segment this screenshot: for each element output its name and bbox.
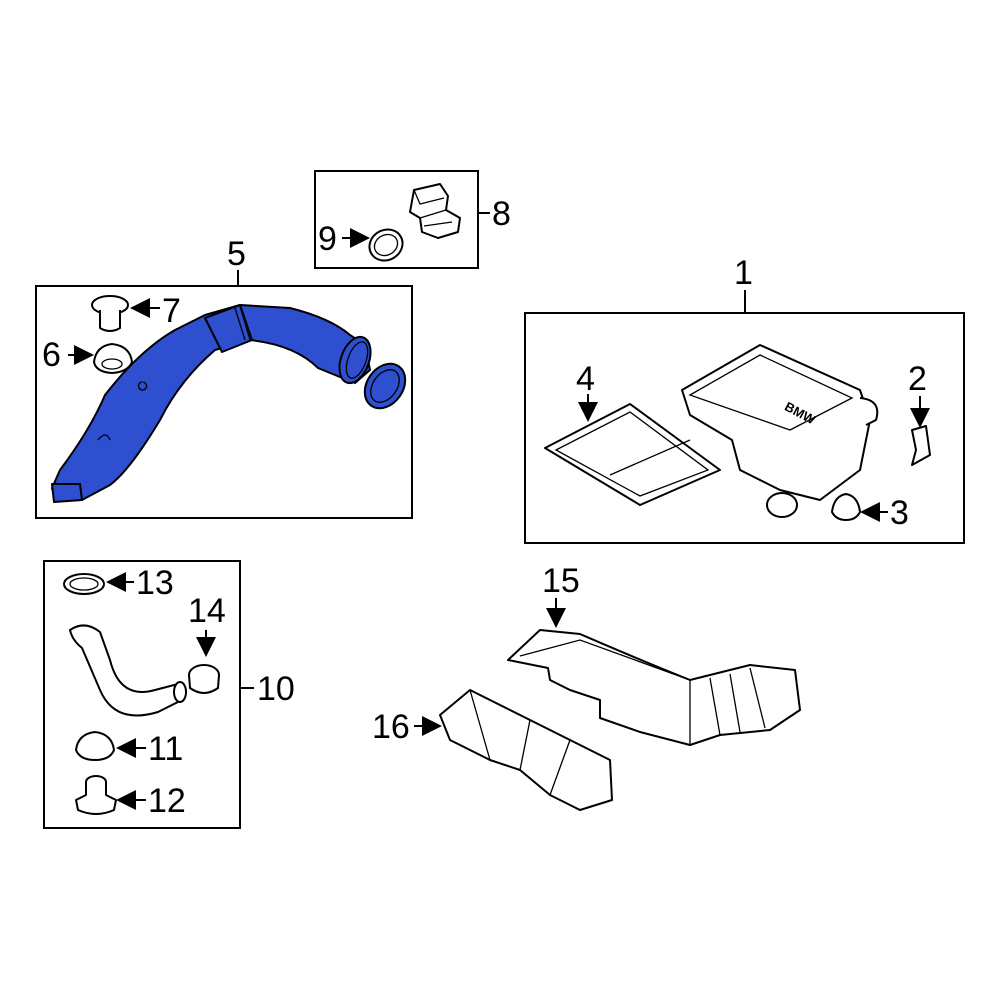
ring-13: [63, 573, 105, 595]
bracket-2: [911, 425, 931, 466]
intake-hose-5-highlighted: [51, 304, 372, 503]
callout-16: 16: [372, 708, 410, 746]
group-10-box: 10 13 14 11 12: [43, 560, 295, 829]
clamp-ring: [363, 362, 407, 410]
clamp-14: [188, 664, 220, 694]
grommet-12: [75, 775, 117, 815]
callout-11: 11: [148, 730, 183, 768]
group-1-box: 1 4 2 3 BMW: [524, 254, 965, 544]
callout-3: 3: [890, 494, 909, 532]
callout-8: 8: [492, 195, 511, 233]
callout-9: 9: [318, 220, 337, 258]
air-duct-15: [507, 629, 801, 746]
callout-12: 12: [148, 782, 186, 820]
air-filter-4: [544, 403, 721, 506]
callout-4: 4: [576, 360, 595, 398]
callout-7: 7: [162, 292, 181, 330]
group-15-16: 15 16: [372, 562, 801, 811]
grommet-6: [93, 343, 133, 374]
callout-14: 14: [188, 592, 226, 630]
callout-5: 5: [227, 235, 246, 273]
duct-16: [439, 689, 613, 811]
group-5-box: 5 7 6: [35, 235, 413, 519]
group-8-9-box: 8 9: [314, 170, 511, 269]
sensor-8: [409, 183, 461, 239]
callout-15: 15: [542, 562, 580, 600]
grommet-3: [831, 493, 861, 521]
o-ring-9: [368, 228, 404, 262]
grommet-11: [75, 731, 115, 761]
callout-6: 6: [42, 336, 61, 374]
air-cleaner-housing: BMW: [681, 344, 879, 518]
callout-1: 1: [734, 254, 753, 292]
callout-13: 13: [136, 564, 174, 602]
callout-2: 2: [908, 360, 927, 398]
hose-10: [69, 624, 187, 717]
grommet-7: [91, 295, 129, 332]
callout-10: 10: [257, 670, 295, 708]
